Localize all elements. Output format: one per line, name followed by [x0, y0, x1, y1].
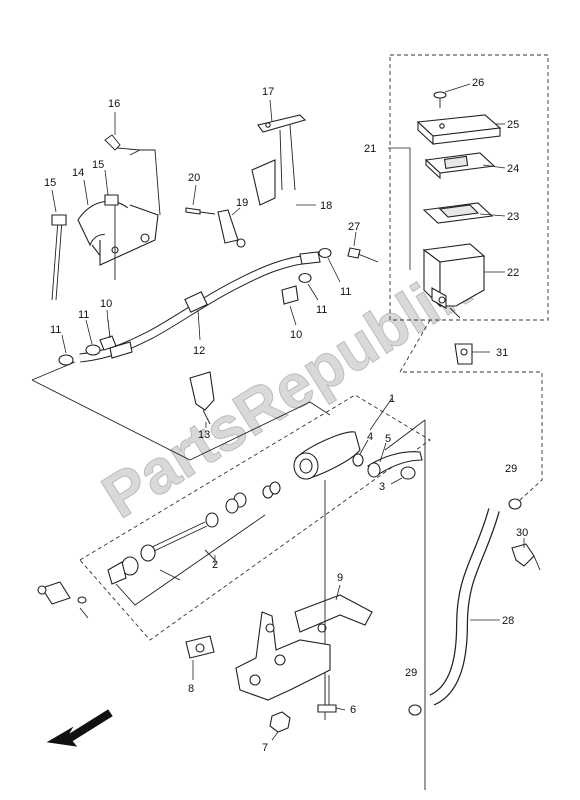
master-cylinder-body: [293, 431, 361, 480]
reservoir-bracket: [454, 343, 473, 365]
callout-5: 5: [385, 433, 391, 445]
master-cylinder-frame: [79, 394, 431, 641]
reservoir-screw: [433, 91, 447, 108]
reservoir-frame: [389, 54, 549, 321]
callout-7: 7: [262, 742, 268, 754]
callout-20: 20: [188, 172, 200, 184]
callout-6: 6: [350, 704, 356, 716]
callout-3: 3: [379, 481, 385, 493]
callout-30: 30: [516, 527, 528, 539]
callout-21: 21: [364, 143, 376, 155]
reservoir-hose: [429, 508, 500, 706]
callout-29-b: 29: [405, 667, 417, 679]
diaphragm-plate: [424, 152, 496, 180]
callout-27: 27: [348, 221, 360, 233]
callout-23: 23: [507, 211, 519, 223]
callout-28: 28: [502, 615, 514, 627]
washer-11-d: [318, 247, 332, 259]
callout-14: 14: [72, 167, 84, 179]
callout-26: 26: [472, 77, 484, 89]
washer-3: [400, 466, 416, 480]
master-cylinder-bracket: [251, 114, 307, 206]
callout-18: 18: [320, 200, 332, 212]
callout-15-a: 15: [44, 177, 56, 189]
cable-tie-left: [51, 214, 67, 301]
reservoir-cap: [416, 114, 502, 146]
nut-7: [269, 711, 291, 733]
diaphragm: [422, 202, 494, 224]
callout-4: 4: [367, 431, 373, 443]
callout-11-a: 11: [50, 324, 61, 336]
callout-8: 8: [188, 683, 194, 695]
callout-25: 25: [507, 119, 519, 131]
washer-11-c: [298, 272, 312, 284]
callout-10-b: 10: [290, 329, 302, 341]
o-ring-4: [352, 453, 364, 467]
callout-29-a: 29: [505, 463, 517, 475]
footrest-bracket: [235, 611, 331, 701]
callout-22: 22: [507, 267, 519, 279]
union-bolt-10-b: [281, 285, 299, 305]
hose-guide-13: [189, 371, 215, 425]
bolt-27: [347, 247, 379, 263]
clip-19: [217, 209, 246, 248]
callout-12: 12: [193, 345, 205, 357]
reservoir-body: [422, 243, 486, 319]
bolt-20: [185, 207, 216, 215]
bolt-6: [317, 675, 337, 713]
washer-11-b: [85, 344, 101, 356]
hose-joint-5: [367, 451, 423, 478]
callout-1: 1: [389, 393, 395, 405]
callout-9: 9: [337, 572, 343, 584]
grommet-8: [185, 635, 215, 659]
callout-17: 17: [262, 86, 274, 98]
callout-10-a: 10: [100, 298, 112, 310]
callout-31: 31: [496, 347, 508, 359]
callout-11-c: 11: [316, 304, 327, 316]
callout-24: 24: [507, 163, 519, 175]
hose-clamp-upper: [508, 498, 522, 510]
callout-2: 2: [212, 559, 218, 571]
front-direction-arrow-icon: [46, 709, 113, 747]
brake-hose: [79, 251, 321, 363]
callout-11-d: 11: [340, 286, 351, 298]
union-bolt-10-a: [99, 319, 117, 351]
callout-16: 16: [108, 98, 120, 110]
clevis-pin: [37, 581, 89, 619]
cable-tie-upper: [104, 194, 119, 280]
hose-clamp-lower: [408, 704, 422, 716]
hose-clip: [511, 543, 541, 571]
callout-15-b: 15: [92, 159, 104, 171]
washer-11-a: [58, 354, 74, 366]
callout-19: 19: [236, 197, 248, 209]
callout-11-b: 11: [78, 309, 89, 321]
callout-13: 13: [198, 429, 210, 441]
piston-kit: [107, 481, 281, 585]
mounting-bracket-9: [294, 594, 373, 633]
